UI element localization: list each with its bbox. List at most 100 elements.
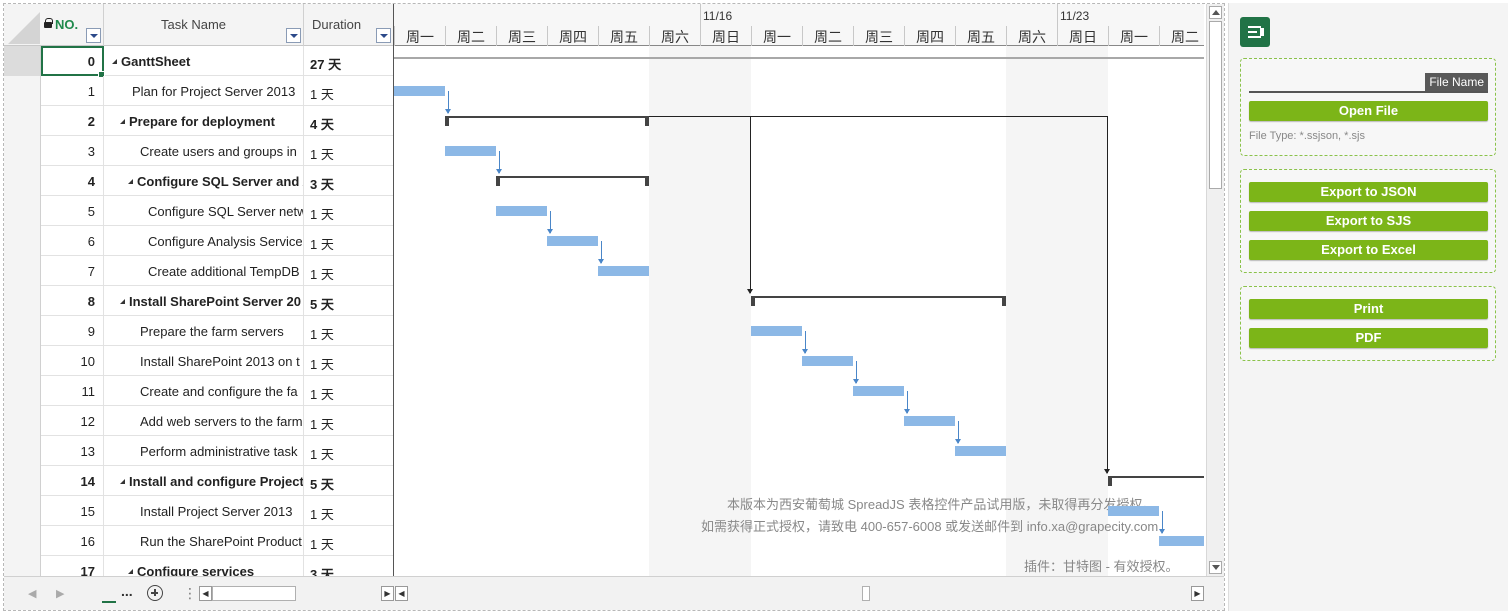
cell-no[interactable]: 1 [41, 76, 104, 106]
first-sheet-arrow-icon[interactable]: ◀ [28, 588, 37, 600]
cell-no[interactable]: 9 [41, 316, 104, 346]
column-header-duration[interactable]: Duration [304, 4, 394, 46]
cell-no[interactable]: 15 [41, 496, 104, 526]
cell-duration[interactable]: 1 天 [304, 316, 394, 346]
filter-dropdown-duration[interactable] [376, 28, 391, 43]
grid-horizontal-scroll-thumb[interactable] [212, 586, 296, 601]
cell-no[interactable]: 16 [41, 526, 104, 556]
row-header[interactable] [4, 556, 41, 576]
file-name-input[interactable]: File Name [1249, 73, 1488, 93]
row-header[interactable] [4, 106, 41, 136]
cell-task-name[interactable]: Run the SharePoint Product [104, 526, 304, 556]
gantt-horizontal-scroll-thumb[interactable] [862, 586, 870, 601]
cell-task-name[interactable]: Install and configure Project [104, 466, 304, 496]
cell-no[interactable]: 4 [41, 166, 104, 196]
cell-task-name[interactable]: Configure SQL Server netw [104, 196, 304, 226]
grid-scroll-left-button[interactable]: ◀ [199, 586, 212, 601]
row-header[interactable] [4, 196, 41, 226]
task-bar[interactable] [853, 386, 904, 396]
export-excel-button[interactable]: Export to Excel [1249, 240, 1488, 260]
cell-duration[interactable]: 1 天 [304, 226, 394, 256]
row-header[interactable] [4, 406, 41, 436]
cell-task-name[interactable]: Create users and groups in [104, 136, 304, 166]
gantt-scroll-left-button[interactable]: ◀ [395, 586, 408, 601]
row-header[interactable] [4, 166, 41, 196]
filter-dropdown-task-name[interactable] [286, 28, 301, 43]
add-sheet-icon[interactable] [147, 585, 163, 601]
row-header[interactable] [4, 46, 41, 76]
cell-duration[interactable]: 1 天 [304, 406, 394, 436]
row-header[interactable] [4, 346, 41, 376]
task-bar[interactable] [394, 86, 445, 96]
task-bar[interactable] [445, 146, 496, 156]
cell-no[interactable]: 7 [41, 256, 104, 286]
cell-duration[interactable]: 1 天 [304, 496, 394, 526]
cell-task-name[interactable]: Add web servers to the farm [104, 406, 304, 436]
cell-duration[interactable]: 1 天 [304, 136, 394, 166]
cell-task-name[interactable]: Configure SQL Server and A [104, 166, 304, 196]
task-bar[interactable] [598, 266, 649, 276]
cell-no[interactable]: 5 [41, 196, 104, 226]
cell-task-name[interactable]: Install Project Server 2013 [104, 496, 304, 526]
cell-duration[interactable]: 1 天 [304, 346, 394, 376]
cell-duration[interactable]: 3 天 [304, 166, 394, 196]
task-bar[interactable] [1159, 536, 1204, 546]
cell-duration[interactable]: 1 天 [304, 376, 394, 406]
column-header-task-name[interactable]: Task Name [104, 4, 304, 46]
cell-no[interactable]: 10 [41, 346, 104, 376]
cell-no[interactable]: 3 [41, 136, 104, 166]
task-bar[interactable] [547, 236, 598, 246]
vertical-scrollbar[interactable] [1206, 4, 1224, 576]
cell-duration[interactable]: 4 天 [304, 106, 394, 136]
cell-task-name[interactable]: Prepare for deployment [104, 106, 304, 136]
export-sjs-button[interactable]: Export to SJS [1249, 211, 1488, 231]
cell-task-name[interactable]: Create and configure the fa [104, 376, 304, 406]
select-all-corner[interactable] [8, 12, 40, 44]
row-header[interactable] [4, 76, 41, 106]
cell-duration[interactable]: 1 天 [304, 76, 394, 106]
cell-task-name[interactable]: Install SharePoint Server 20 [104, 286, 304, 316]
next-sheet-arrow-icon[interactable]: ▶ [56, 588, 65, 600]
collapse-triangle-icon[interactable] [120, 119, 125, 124]
cell-no[interactable]: 8 [41, 286, 104, 316]
cell-no[interactable]: 11 [41, 376, 104, 406]
cell-duration[interactable]: 1 天 [304, 526, 394, 556]
row-header[interactable] [4, 526, 41, 556]
row-header[interactable] [4, 286, 41, 316]
gantt-scroll-right-button[interactable]: ▶ [1191, 586, 1204, 601]
row-header[interactable] [4, 256, 41, 286]
column-header-no[interactable]: NO. [41, 4, 104, 46]
row-header[interactable] [4, 316, 41, 346]
task-bar[interactable] [496, 206, 547, 216]
cell-no[interactable]: 13 [41, 436, 104, 466]
row-header[interactable] [4, 496, 41, 526]
collapse-triangle-icon[interactable] [120, 479, 125, 484]
task-bar[interactable] [955, 446, 1006, 456]
export-json-button[interactable]: Export to JSON [1249, 182, 1488, 202]
pdf-button[interactable]: PDF [1249, 328, 1488, 348]
task-bar[interactable] [1108, 506, 1159, 516]
filter-dropdown-no[interactable] [86, 28, 101, 43]
cell-task-name[interactable]: Plan for Project Server 2013 [104, 76, 304, 106]
cell-no[interactable]: 0 [41, 46, 105, 78]
cell-no[interactable]: 14 [41, 466, 104, 496]
cell-task-name[interactable]: GanttSheet [104, 46, 304, 76]
print-button[interactable]: Print [1249, 299, 1488, 319]
cell-task-name[interactable]: Configure services [104, 556, 304, 576]
cell-duration[interactable]: 1 天 [304, 436, 394, 466]
open-file-button[interactable]: Open File [1249, 101, 1488, 121]
cell-task-name[interactable]: Configure Analysis Service [104, 226, 304, 256]
tab-splitter-icon[interactable]: ⋮ [183, 585, 197, 601]
